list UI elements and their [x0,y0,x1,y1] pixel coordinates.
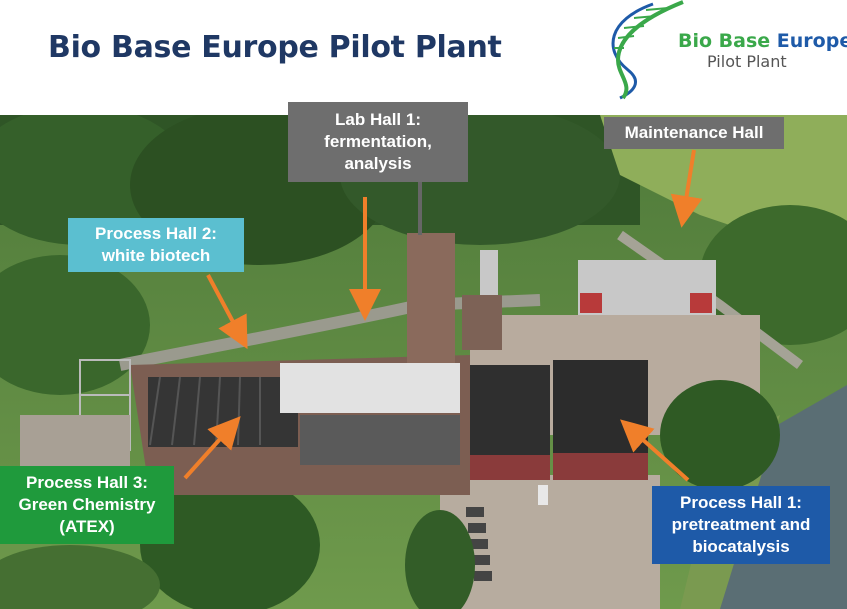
label-lab-hall-1-line1: Lab Hall 1: [335,110,421,129]
label-process-hall-1: Process Hall 1: pretreatment and biocata… [652,486,830,564]
logo-text-line1: Bio Base Europe [678,30,847,52]
label-lab-hall-1-line3: analysis [344,154,412,173]
label-process-hall-3: Process Hall 3: Green Chemistry (ATEX) [0,466,174,544]
label-process-hall-1-line1: Process Hall 1: [680,493,802,512]
aerial-photo [0,115,847,609]
label-process-hall-1-line3: biocatalysis [692,537,790,556]
label-process-hall-3-line1: Process Hall 3: [26,473,148,492]
label-process-hall-2: Process Hall 2: white biotech [68,218,244,272]
label-maintenance-hall: Maintenance Hall [604,117,784,149]
label-lab-hall-1-line2: fermentation, [324,132,432,151]
label-process-hall-3-line2: Green Chemistry [18,495,156,514]
logo-text-line2: Pilot Plant [707,52,787,71]
logo: Bio Base Europe Pilot Plant [598,0,847,100]
label-lab-hall-1: Lab Hall 1: fermentation, analysis [288,102,468,182]
label-process-hall-2-line1: Process Hall 2: [95,224,217,243]
logo-text-europe: Europe [776,30,847,52]
dna-helix-icon [611,0,684,100]
label-maintenance-hall-line1: Maintenance Hall [624,123,764,142]
label-process-hall-3-line3: (ATEX) [59,517,115,536]
slide-title: Bio Base Europe Pilot Plant [48,30,502,65]
label-process-hall-1-line2: pretreatment and [671,515,811,534]
logo-text-bio-base: Bio Base [678,30,771,52]
label-process-hall-2-line2: white biotech [101,246,211,265]
